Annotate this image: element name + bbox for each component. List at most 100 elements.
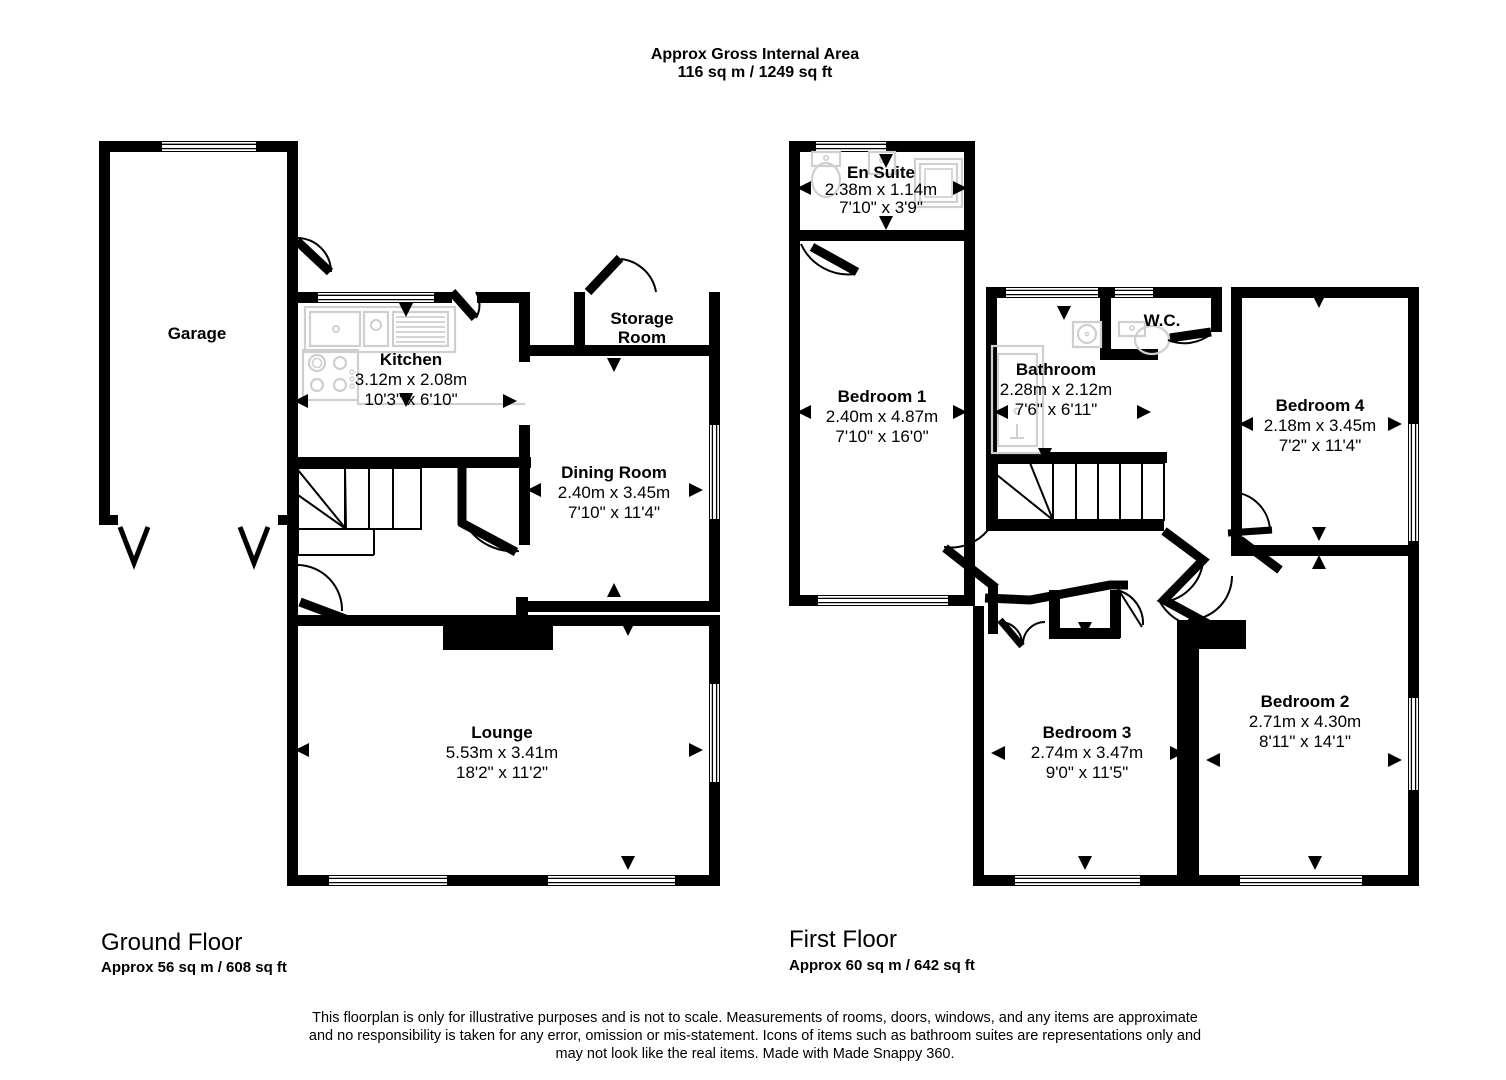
ensuite-wall-right	[964, 141, 975, 241]
lounge-dim-arrow-left	[295, 743, 309, 757]
ensuite-dim-arrow-right	[953, 181, 967, 195]
lounge-room: Lounge 5.53m x 3.41m 18'2" x 11'2"	[287, 597, 720, 886]
header-block: Approx Gross Internal Area 116 sq m / 12…	[651, 46, 859, 81]
bed4-dim-arrow-down	[1312, 527, 1326, 541]
dining-room: Dining Room 2.40m x 3.45m 7'10" x 11'4"	[519, 292, 720, 612]
ensuite-door-arc	[800, 243, 856, 276]
bed2-window-bottom	[1240, 876, 1362, 885]
wc-door-arc	[1167, 333, 1212, 345]
hall-wall-right-lower	[519, 425, 530, 545]
garage-door-swing-left	[117, 526, 151, 570]
lounge-label: Lounge	[471, 723, 532, 742]
cupboard-wall-right	[1110, 590, 1121, 638]
bed2-window-right	[1409, 698, 1418, 790]
bed4-door-arc	[1230, 491, 1271, 533]
garage-window-top	[162, 142, 256, 151]
bed4-wall-top	[1231, 287, 1419, 298]
storage-label-line1: Storage	[610, 309, 673, 328]
lounge-dim-arrow-up	[621, 622, 635, 636]
bed3-dim-imperial: 9'0" x 11'5"	[1046, 763, 1129, 782]
hall-wall-top-a	[477, 292, 525, 303]
lounge-window-right	[710, 684, 719, 782]
storage-door-leaf	[584, 254, 624, 296]
ensuite-wall-left	[789, 141, 800, 241]
dining-wall-bottom	[519, 601, 720, 612]
bathroom-dim-arrow-right	[1137, 405, 1151, 419]
kitchen-dim-arrow-left	[294, 394, 308, 408]
bathroom-window-top	[1006, 288, 1098, 297]
bed4-wall-bottom	[1231, 545, 1419, 556]
bathroom-basin-icon	[1071, 320, 1103, 349]
bed3-window-bottom	[1015, 876, 1140, 885]
garage-bottom-stub-left	[99, 515, 118, 525]
ground-floor-name: Ground Floor	[101, 929, 242, 956]
lounge-door-arc	[297, 564, 344, 612]
landing-angled-wall-right	[1156, 527, 1213, 629]
bathroom-wall-bottom	[986, 452, 1167, 463]
dining-door-leaf-b	[457, 518, 519, 556]
kitchen-dim-imperial: 10'3" x 6'10"	[364, 390, 457, 409]
bed2-dim-imperial: 8'11" x 14'1"	[1259, 732, 1351, 751]
bed4-dim-metric: 2.18m x 3.45m	[1264, 416, 1376, 435]
bed3-dim-arrow-down	[1078, 856, 1092, 870]
bed4-dim-arrow-down2	[1312, 555, 1326, 569]
bathroom-bath-icon	[990, 344, 1045, 455]
dining-dim-arrow-right	[689, 483, 703, 497]
kitchen-dim-arrow-up	[399, 303, 413, 317]
ensuite-wall-bottom	[789, 230, 975, 241]
page-area: 116 sq m / 1249 sq ft	[678, 64, 833, 81]
disclaimer-line-2: and no responsibility is taken for any e…	[309, 1028, 1201, 1044]
lounge-dim-metric: 5.53m x 3.41m	[446, 743, 558, 762]
bed3-wall-left	[973, 606, 984, 886]
bed1-label: Bedroom 1	[838, 387, 927, 406]
wc-window-top	[1115, 288, 1153, 297]
garage-door-swing-right	[237, 526, 271, 570]
cupboard-wall-left	[1049, 590, 1060, 638]
kitchen-hob	[301, 348, 360, 402]
kitchen-label: Kitchen	[380, 350, 442, 369]
bed1-dim-arrow-right	[953, 405, 967, 419]
lounge-chimney-breast	[443, 618, 553, 650]
kitchen-door-leaf	[448, 289, 479, 321]
landing-arc-right-a	[1163, 561, 1204, 603]
disclaimer-block: This floorplan is only for illustrative …	[309, 1010, 1201, 1062]
cupboard-door-leaf	[1117, 588, 1143, 628]
ensuite-dim-arrow-left	[797, 181, 811, 195]
ensuite-dim-arrow-down	[879, 216, 893, 230]
bed4-dim-arrow-left	[1239, 417, 1253, 431]
bed3-dim-arrow-left	[991, 746, 1005, 760]
wc-wall-top	[1110, 287, 1222, 298]
bedroom-4-room: Bedroom 4 2.18m x 3.45m 7'2" x 11'4"	[1227, 287, 1419, 569]
kitchen-wall-left	[287, 292, 298, 464]
bed3-dim-metric: 2.74m x 3.47m	[1031, 743, 1143, 762]
bed4-dim-imperial: 7'2" x 11'4"	[1279, 436, 1362, 455]
landing-angled-wall-left	[942, 544, 999, 592]
dining-dim-arrow-left	[527, 483, 541, 497]
bathroom-label: Bathroom	[1016, 360, 1096, 379]
lounge-window-bottom-left	[329, 876, 447, 885]
garage-label: Garage	[168, 324, 227, 343]
hall-stairs-area	[287, 292, 585, 626]
hall-wall-left-lower	[287, 576, 298, 626]
hall-wall-to-storage	[519, 345, 585, 356]
wc-label: W.C.	[1144, 311, 1181, 330]
staircase	[297, 467, 422, 556]
storage-door-arc	[620, 258, 657, 293]
lounge-dim-arrow-right	[689, 743, 703, 757]
garage-door-leaf	[293, 237, 334, 276]
kitchen-dim-arrow-right	[503, 394, 517, 408]
bed2-label: Bedroom 2	[1261, 692, 1350, 711]
landing-wall-front	[984, 580, 1128, 605]
landing-wall-left	[986, 459, 997, 531]
bed2-dim-arrow-left	[1206, 753, 1220, 767]
landing-wall-left-stub	[988, 586, 998, 634]
bed4-wall-left	[1231, 287, 1242, 545]
garage-wall-right-upper	[287, 141, 298, 293]
bed2-dim-arrow-right	[1388, 753, 1402, 767]
page-title: Approx Gross Internal Area	[651, 46, 859, 63]
bed4-wall-right	[1408, 287, 1419, 545]
ensuite-dim-metric: 2.38m x 1.14m	[825, 180, 937, 199]
bathroom-room: Bathroom 2.28m x 2.12m 7'6" x 6'11"	[986, 287, 1167, 463]
bathroom-dim-metric: 2.28m x 2.12m	[1000, 380, 1112, 399]
